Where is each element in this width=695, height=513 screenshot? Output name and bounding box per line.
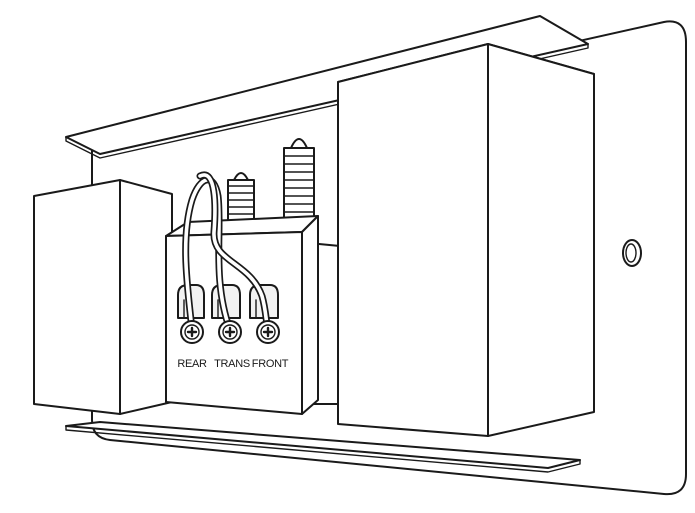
terminal-label-trans: TRANS bbox=[214, 358, 250, 370]
bottom-rail-edge bbox=[65, 425, 581, 473]
screw-trans bbox=[218, 320, 242, 344]
wire-front bbox=[196, 171, 272, 334]
screw-rear bbox=[180, 320, 204, 344]
wire-rear bbox=[182, 176, 234, 334]
left-solenoid-front bbox=[33, 179, 121, 415]
mounting-hole-inner bbox=[625, 243, 637, 263]
terminal-board-side bbox=[301, 215, 319, 415]
left-solenoid-side bbox=[119, 179, 173, 415]
right-solenoid-front bbox=[337, 43, 489, 437]
terminal-label-rear: REAR bbox=[177, 358, 207, 370]
front-spring bbox=[283, 138, 315, 221]
top-rail-edge bbox=[65, 43, 589, 159]
terminal-label-front: FRONT bbox=[252, 358, 289, 370]
screw-front bbox=[256, 320, 280, 344]
right-solenoid-side bbox=[487, 43, 595, 437]
